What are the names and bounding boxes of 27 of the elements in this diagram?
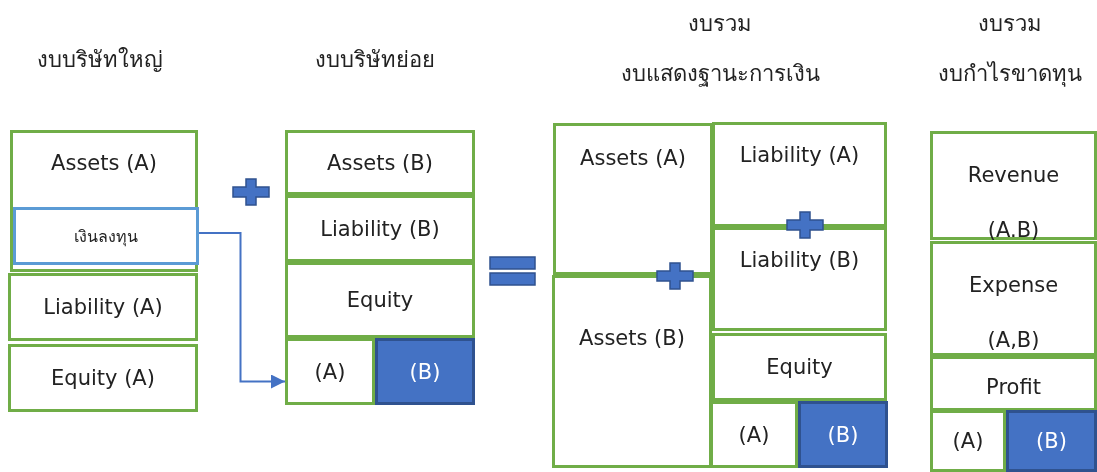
- statement-box: Liability (A): [712, 122, 887, 227]
- statement-box: Assets (B): [552, 275, 712, 468]
- investment-box: เงินลงทุน: [13, 207, 199, 265]
- statement-box: Profit: [930, 356, 1097, 411]
- statement-box: Assets (B): [285, 130, 475, 195]
- statement-box: Expense (A,B): [930, 241, 1097, 356]
- column-heading: งบแสดงฐานะการเงิน: [620, 60, 820, 89]
- column-heading: งบกำไรขาดทุน: [938, 60, 1082, 89]
- statement-box: Equity: [285, 262, 475, 338]
- statement-box: (A): [930, 410, 1006, 472]
- statement-box: Equity (A): [8, 344, 198, 412]
- statement-box: Equity: [712, 333, 887, 401]
- shaded-box: (B): [1006, 410, 1097, 472]
- column-heading: งบบริษัทใหญ่: [37, 46, 163, 74]
- column-heading: งบบริษัทย่อย: [315, 46, 435, 74]
- statement-box: Liability (B): [285, 195, 475, 262]
- statement-box: Assets (A) เงินลงทุน: [10, 130, 198, 272]
- statement-box: (A): [285, 338, 375, 405]
- shaded-box: (B): [375, 338, 475, 405]
- statement-box: Liability (B): [712, 227, 887, 331]
- statement-box: Liability (A): [8, 273, 198, 341]
- shaded-box: (B): [798, 401, 888, 468]
- column-heading: งบรวม: [688, 10, 752, 38]
- statement-box: Revenue (A.B): [930, 131, 1097, 240]
- statement-box: (A): [710, 401, 798, 468]
- column-heading: งบรวม: [978, 10, 1042, 38]
- statement-box: Assets (A): [553, 123, 713, 275]
